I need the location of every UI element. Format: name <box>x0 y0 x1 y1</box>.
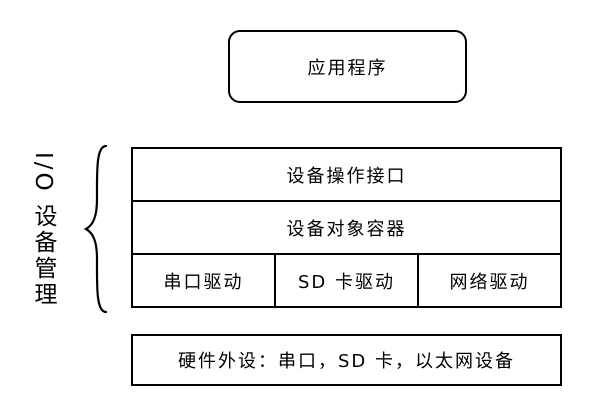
driver-cell-serial: 串口驱动 <box>133 255 274 306</box>
hardware-peripherals-box: 硬件外设：串口，SD 卡，以太网设备 <box>131 334 562 386</box>
layer-label: 设备对象容器 <box>286 218 407 240</box>
driver-cell-sdcard: SD 卡驱动 <box>274 255 417 306</box>
driver-label: SD 卡驱动 <box>297 271 395 293</box>
left-curly-brace-icon <box>83 144 108 314</box>
application-label: 应用程序 <box>307 57 388 79</box>
io-layer-stack: 设备操作接口 设备对象容器 串口驱动 SD 卡驱动 网络驱动 <box>131 147 562 308</box>
layer-device-object-container: 设备对象容器 <box>133 200 560 253</box>
driver-label: 串口驱动 <box>163 271 244 293</box>
io-device-management-label: I/O 设备管理 <box>30 152 56 308</box>
layer-drivers: 串口驱动 SD 卡驱动 网络驱动 <box>133 253 560 306</box>
hardware-peripherals-label: 硬件外设：串口，SD 卡，以太网设备 <box>177 351 515 372</box>
driver-label: 网络驱动 <box>449 271 530 293</box>
driver-cell-network: 网络驱动 <box>417 255 560 306</box>
layer-device-operation-interface: 设备操作接口 <box>133 149 560 200</box>
application-box: 应用程序 <box>228 30 467 103</box>
layer-label: 设备操作接口 <box>286 165 407 187</box>
